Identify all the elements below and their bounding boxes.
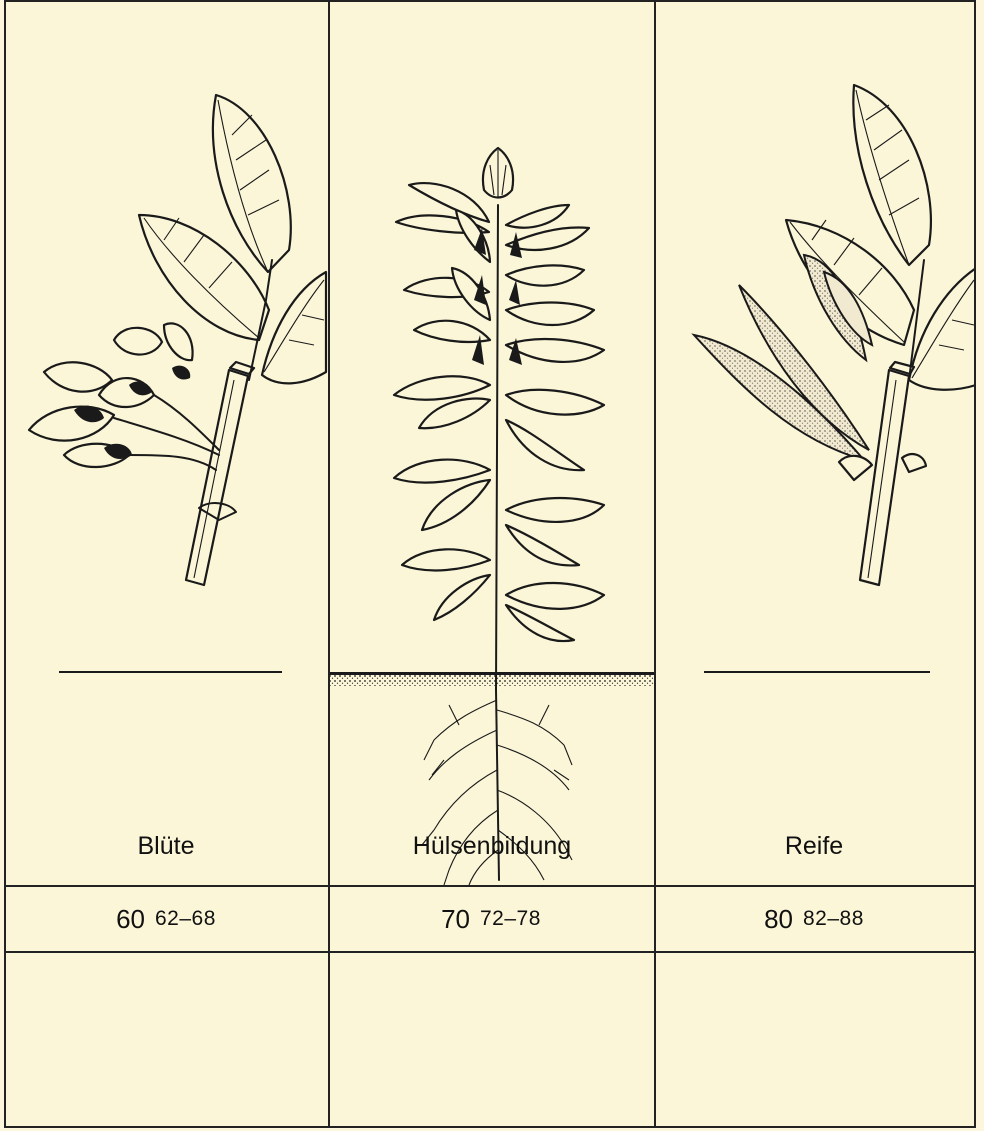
stage-name-reife: Reife bbox=[654, 832, 974, 861]
ripening-plant-drawing bbox=[694, 85, 976, 585]
plant-illustrations bbox=[4, 0, 976, 1128]
stage-name-blute: Blüte bbox=[4, 832, 328, 861]
stage-code-hulsenbildung: 70 72–78 bbox=[328, 887, 654, 951]
stage-code-range: 62–68 bbox=[155, 907, 216, 931]
stage-name-hulsenbildung: Hülsenbildung bbox=[330, 832, 654, 861]
pod-formation-plant-drawing bbox=[330, 148, 654, 885]
stage-code-blute: 60 62–68 bbox=[4, 887, 328, 951]
stage-code-range: 72–78 bbox=[480, 907, 541, 931]
stage-code-reife: 80 82–88 bbox=[654, 887, 974, 951]
stage-main-code: 80 bbox=[764, 904, 793, 935]
flowering-plant-drawing bbox=[29, 95, 326, 585]
stage-main-code: 70 bbox=[441, 904, 470, 935]
stage-main-code: 60 bbox=[116, 904, 145, 935]
stage-code-range: 82–88 bbox=[803, 907, 864, 931]
growth-stage-chart: 60 62–68 70 72–78 80 82–88 Blüte Hülsenb… bbox=[4, 0, 976, 1128]
